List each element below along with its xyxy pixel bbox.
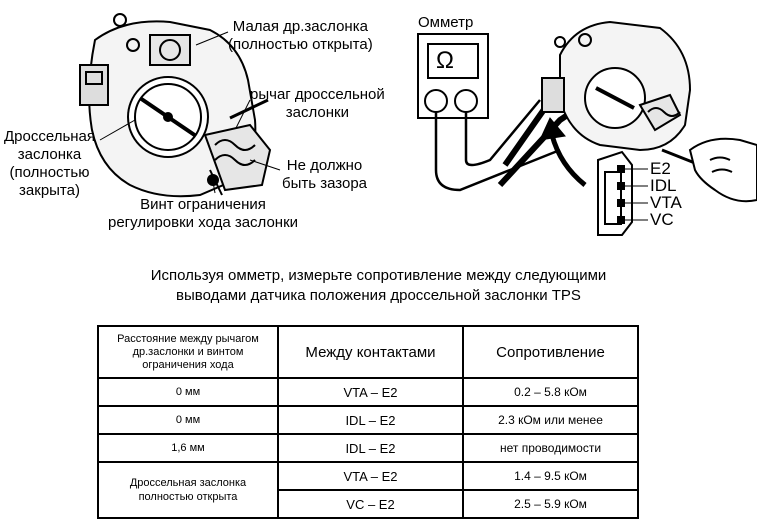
table-row: 0 мм VTA – E2 0.2 – 5.8 кОм — [97, 377, 639, 407]
label-throttle-line4: закрыта) — [19, 182, 80, 199]
label-lever-line2: заслонки — [285, 104, 349, 121]
throttle-body-left — [79, 13, 272, 198]
instruction-text: Используя омметр, измерьте сопротивление… — [0, 266, 757, 306]
table-row: 0 мм IDL – E2 2.3 кОм или менее — [97, 405, 639, 435]
cell-terminals: VTA – E2 — [277, 461, 464, 491]
diagram-illustration — [79, 13, 757, 236]
cell-terminals: VC – E2 — [277, 489, 464, 519]
label-ohmmeter: Омметр — [418, 14, 474, 31]
label-throttle-line3: (полностью — [9, 164, 90, 181]
cell-clearance: 1,6 мм — [97, 433, 279, 463]
cell-resistance: 1.4 – 9.5 кОм — [462, 461, 639, 491]
label-no-gap-line2: быть зазора — [282, 175, 368, 192]
resistance-table: Расстояние между рычагом др.заслонки и в… — [97, 325, 639, 519]
table-header-row: Расстояние между рычагом др.заслонки и в… — [97, 325, 639, 379]
instruction-line1: Используя омметр, измерьте сопротивление… — [150, 267, 607, 284]
table-row: 1,6 мм IDL – E2 нет проводимости — [97, 433, 639, 463]
label-small-valve: Малая др.заслонка (полностью открыта) — [228, 18, 373, 54]
pin-label-e2: E2 — [650, 159, 671, 178]
pin-label-idl: IDL — [650, 176, 677, 195]
cell-resistance: 2.3 кОм или менее — [462, 405, 639, 435]
table-row: Дроссельная заслонка полностью открыта V… — [97, 461, 639, 519]
table-row: VC – E2 2.5 – 5.9 кОм — [98, 489, 639, 519]
label-throttle-line2: заслонка — [17, 146, 82, 163]
tps-connector — [597, 150, 648, 236]
header-terminals: Между контактами — [277, 325, 464, 379]
label-small-valve-line1: Малая др.заслонка — [232, 18, 368, 35]
header-clearance: Расстояние между рычагом др.заслонки и в… — [97, 325, 279, 379]
pin-label-vc: VC — [650, 210, 674, 229]
cell-resistance: нет проводимости — [462, 433, 639, 463]
label-throttle-valve: Дроссельная заслонка (полностью закрыта) — [4, 128, 95, 200]
cell-terminals: IDL – E2 — [277, 433, 464, 463]
throttle-body-right — [541, 20, 692, 152]
ohmmeter-device — [417, 33, 577, 192]
instruction-line2: выводами датчика положения дроссельной з… — [176, 287, 581, 304]
label-stop-screw-line1: Винт ограничения — [140, 196, 266, 213]
label-no-gap-line1: Не должно — [286, 157, 363, 174]
label-no-gap: Не должно быть зазора — [282, 157, 367, 193]
leader-lines-left — [99, 31, 281, 194]
label-stop-screw: Винт ограничения регулировки хода заслон… — [108, 196, 298, 232]
label-small-valve-line2: (полностью открыта) — [228, 36, 373, 53]
cell-clearance: 0 мм — [97, 405, 279, 435]
cell-clearance: Дроссельная заслонка полностью открыта — [97, 461, 279, 519]
header-resistance: Сопротивление — [462, 325, 639, 379]
ohm-symbol: Ω — [436, 47, 454, 74]
pin-label-vta: VTA — [650, 193, 682, 212]
cell-clearance: 0 мм — [97, 377, 279, 407]
label-throttle-line1: Дроссельная — [4, 128, 96, 145]
label-lever: рычаг дроссельной заслонки — [250, 86, 385, 122]
cell-terminals: IDL – E2 — [277, 405, 464, 435]
curved-arrow — [539, 117, 587, 187]
cell-resistance: 2.5 – 5.9 кОм — [462, 489, 639, 519]
cell-resistance: 0.2 – 5.8 кОм — [462, 377, 639, 407]
label-lever-line1: рычаг дроссельной — [250, 86, 385, 103]
hand-screwdriver — [661, 137, 757, 203]
cell-terminals: VTA – E2 — [277, 377, 464, 407]
label-stop-screw-line2: регулировки хода заслонки — [108, 214, 299, 231]
